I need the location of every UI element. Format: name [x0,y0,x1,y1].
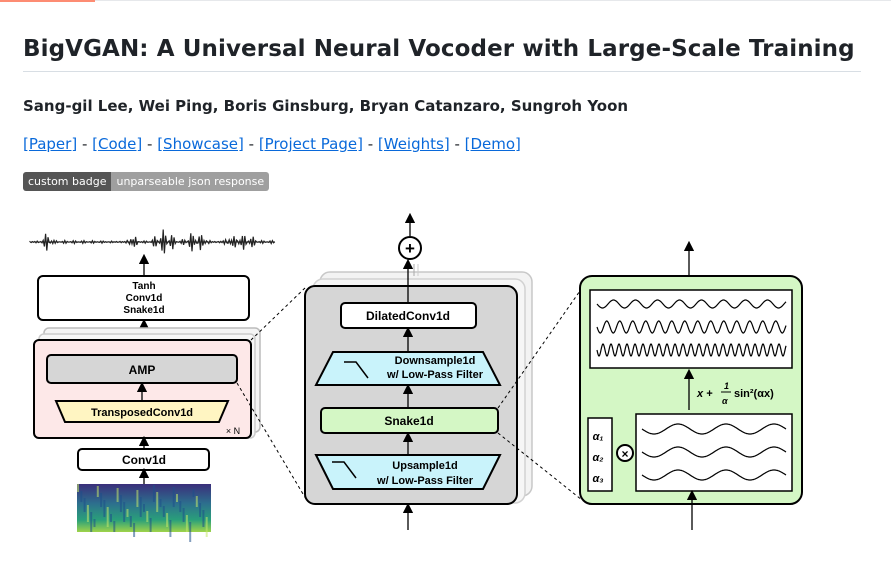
code-link[interactable]: [Code] [92,135,143,153]
amp-label: AMP [129,363,156,377]
link-separator: - [243,135,259,153]
dilated-conv-label: DilatedConv1d [366,309,450,323]
times-sign: × [621,447,628,461]
project-page-link[interactable]: [Project Page] [258,135,363,153]
mel-spectrogram [77,484,211,542]
plus-sign: + [405,239,415,258]
conv1d-block: Conv1d [77,448,210,471]
snake-formula: x + 1 α sin²(αx) [696,381,774,406]
link-separator: - [142,135,158,153]
header-border [95,0,891,1]
amp-detail-panel: DilatedConv1d Downsample1d w/ Low-Pass F… [304,285,518,505]
transposed-conv-label: TransposedConv1d [91,407,193,419]
amp-panel: AMP TransposedConv1d × N [33,339,252,439]
output-block: Tanh Conv1d Snake1d [37,275,250,321]
conv1d-label: Conv1d [126,293,163,304]
svg-text:1: 1 [724,381,729,391]
svg-text:α: α [722,396,728,406]
snake-label: Snake1d [384,414,433,428]
badge-message: unparseable json response [111,172,270,191]
waveform-output [29,229,276,254]
paper-link[interactable]: [Paper] [23,135,78,153]
svg-text:x +: x + [696,388,713,400]
link-separator: - [362,135,378,153]
residual-add-icon: + [398,236,422,260]
link-separator: - [77,135,93,153]
conv1d-input-label: Conv1d [122,453,166,467]
weights-link[interactable]: [Weights] [377,135,450,153]
tab-underline [0,0,95,2]
repeat-label: × N [226,426,240,436]
tanh-label: Tanh [132,281,155,292]
downsample-filter-label: w/ Low-Pass Filter [386,369,484,381]
page-title: BigVGAN: A Universal Neural Vocoder with… [23,36,855,62]
downsample-label: Downsample1d [395,355,476,367]
link-separator: - [449,135,465,153]
badge-label: custom badge [23,172,112,191]
links-row: [Paper] - [Code] - [Showcase] - [Project… [23,135,521,153]
upsample-filter-label: w/ Low-Pass Filter [376,475,474,487]
architecture-figure: Tanh Conv1d Snake1d AMP TransposedConv1d… [29,212,803,542]
alpha-2-label: α₂ [592,452,603,464]
status-badge[interactable]: custom badge unparseable json response [23,172,270,191]
authors-line: Sang-gil Lee, Wei Ping, Boris Ginsburg, … [23,97,629,115]
multiply-icon: × [616,444,634,462]
showcase-link[interactable]: [Showcase] [157,135,244,153]
snake-detail-panel: x + 1 α sin²(αx) α₁ α₂ α₃ × [579,275,803,505]
alpha-3-label: α₃ [592,473,603,485]
upsample-label: Upsample1d [392,460,457,472]
demo-link[interactable]: [Demo] [464,135,521,153]
alpha-1-label: α₁ [593,431,604,443]
snake1d-label: Snake1d [123,305,164,316]
svg-text:sin²(αx): sin²(αx) [734,388,774,400]
title-divider [23,71,861,72]
